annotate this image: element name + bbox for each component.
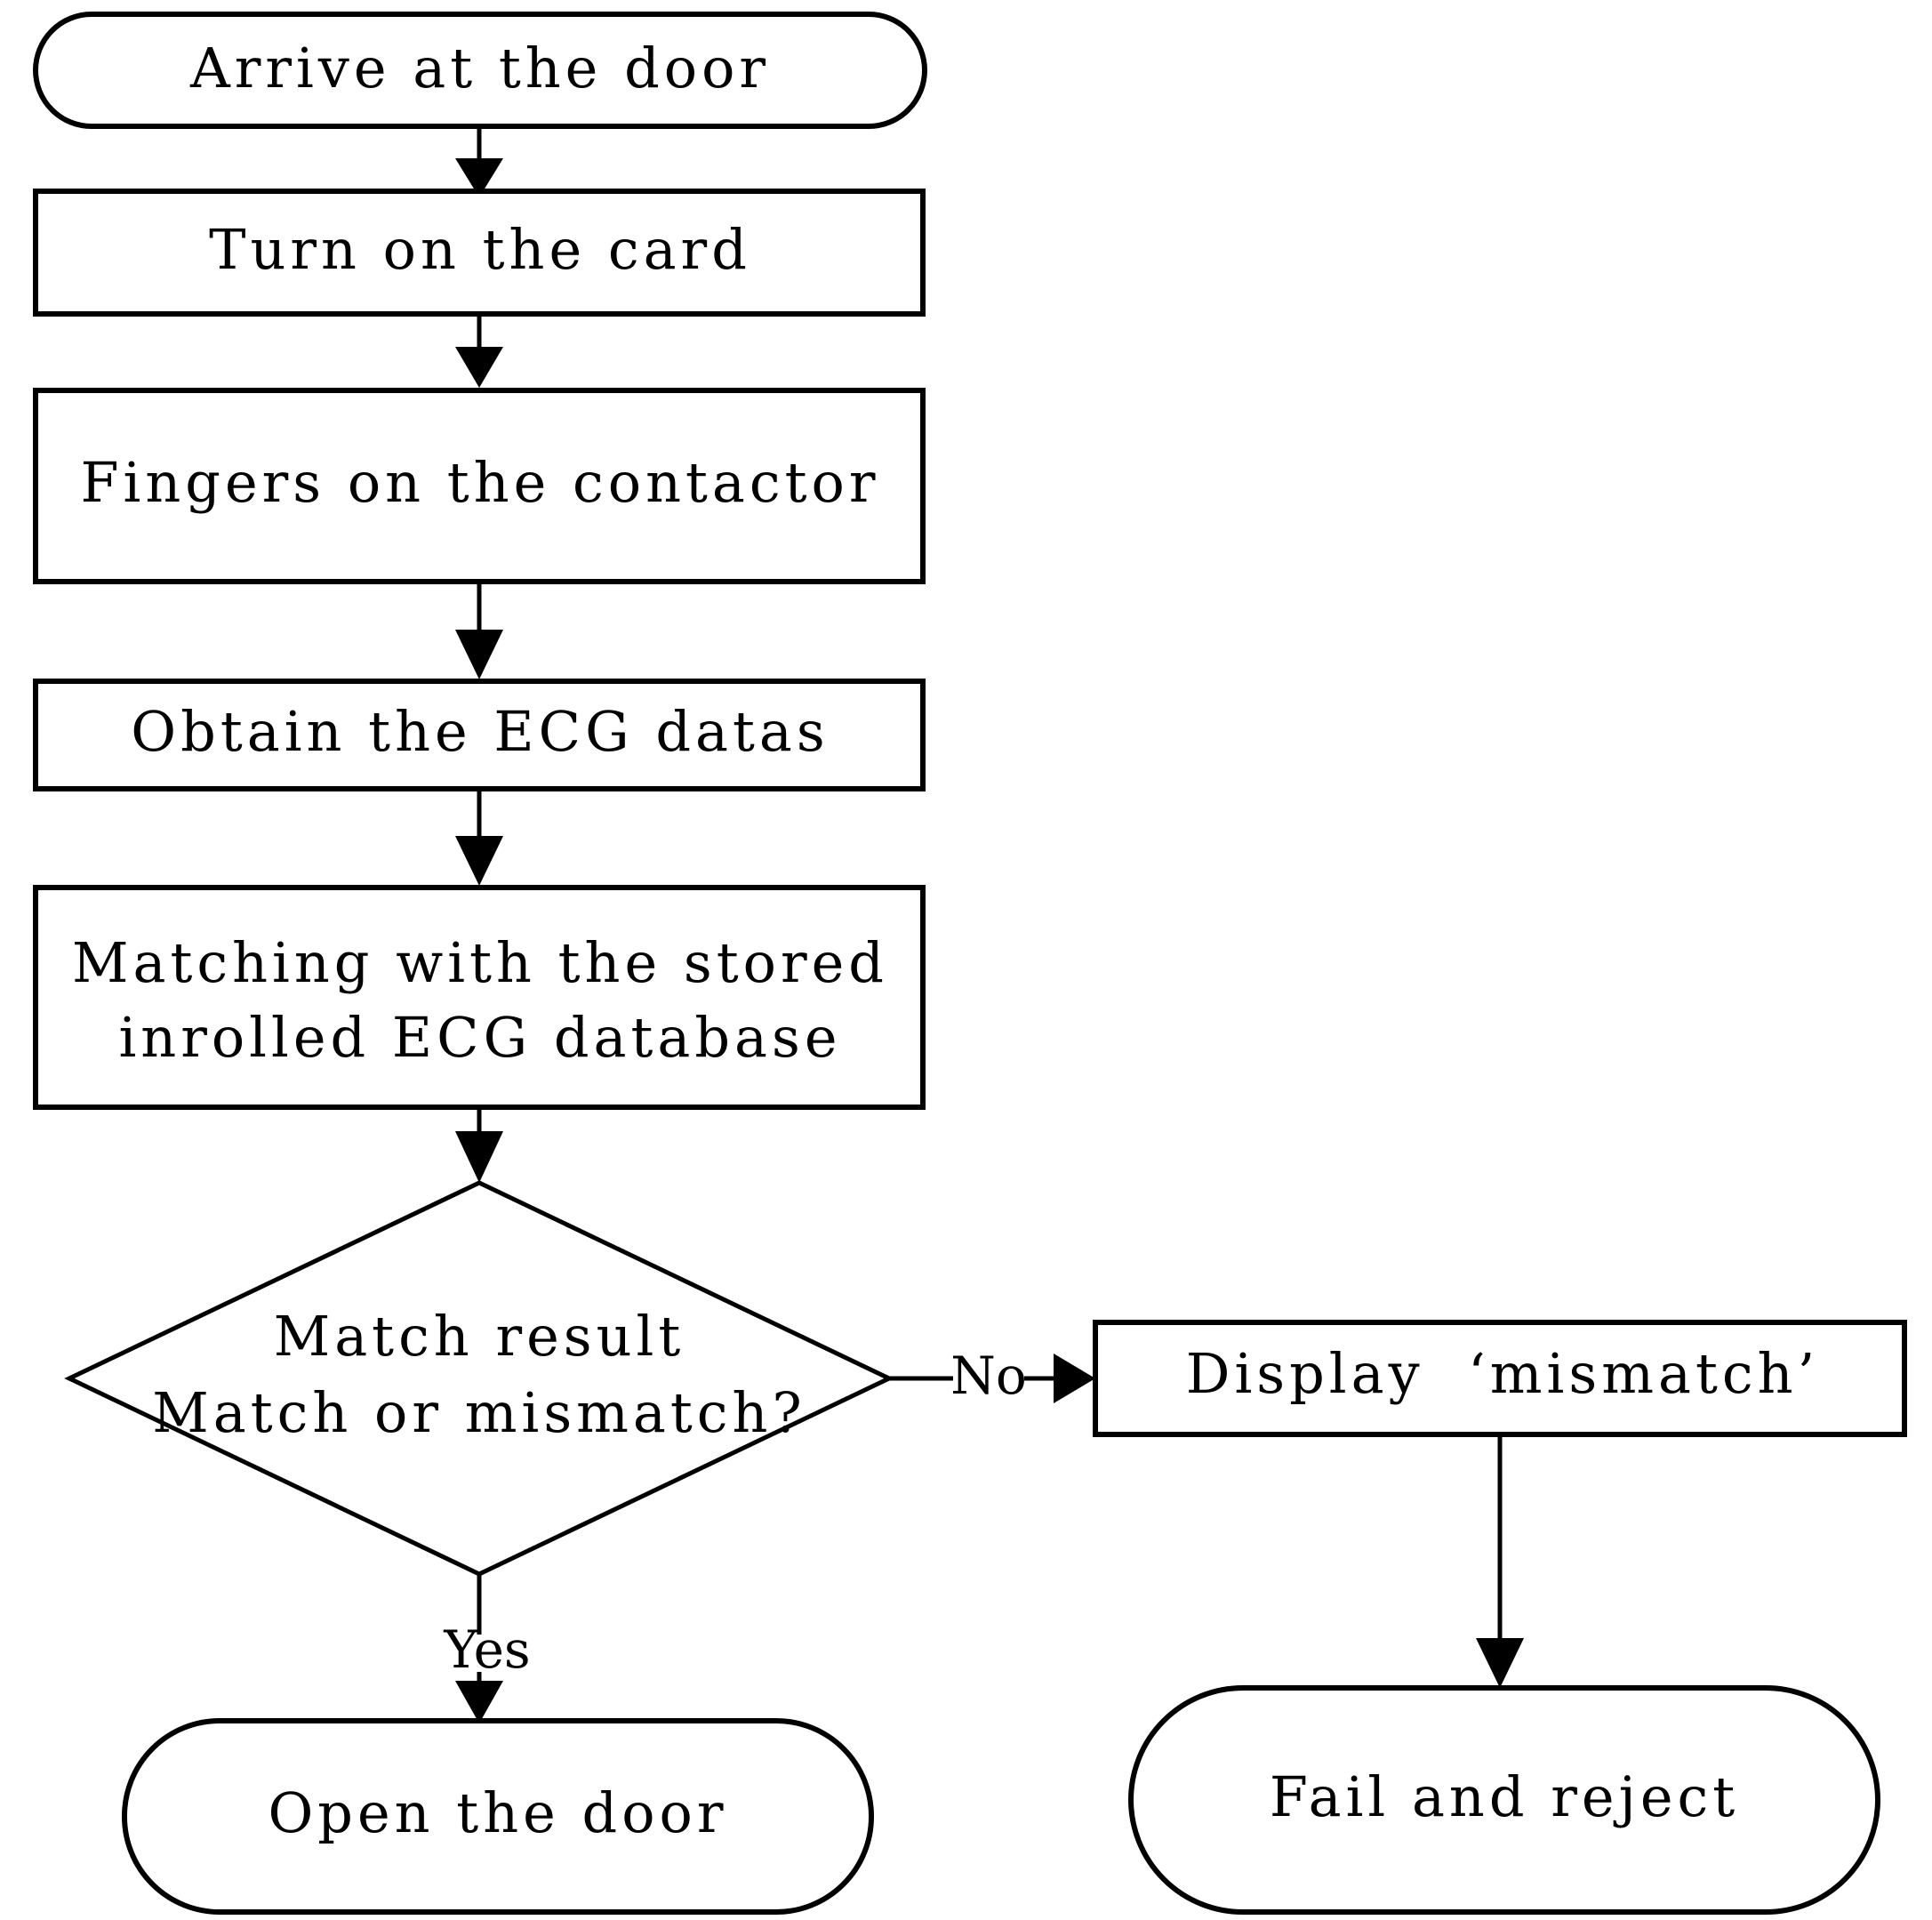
edge-mismatch-to-fail	[1476, 1434, 1524, 1688]
process-shape-matching	[33, 885, 926, 1110]
node-fingers-on-contactor[interactable]: Fingers on the contactor	[33, 388, 926, 584]
process-shape-card	[33, 189, 926, 317]
node-label-decision-line1: Match result	[274, 1304, 685, 1369]
edge-label-yes: Yes	[443, 1619, 530, 1680]
edge-label-no: No	[950, 1346, 1027, 1406]
node-open-the-door[interactable]: Open the door	[122, 1718, 874, 1915]
node-start[interactable]: Arrive at the door	[33, 12, 927, 129]
node-decision-match-result[interactable]: Match result Match or mismatch?	[64, 1180, 894, 1577]
node-obtain-ecg-datas[interactable]: Obtain the ECG datas	[33, 679, 926, 791]
terminator-shape-open	[122, 1718, 874, 1915]
node-label-fingers: Fingers on the contactor	[81, 450, 880, 515]
node-turn-on-card[interactable]: Turn on the card	[33, 189, 926, 317]
node-label-card: Turn on the card	[209, 217, 751, 282]
edge-start-to-card	[455, 126, 503, 197]
connectors	[455, 126, 1524, 1723]
node-label-fail: Fail and reject	[1270, 1764, 1739, 1829]
process-shape-mismatch	[1093, 1320, 1907, 1437]
node-label-open: Open the door	[268, 1780, 727, 1845]
node-fail-and-reject[interactable]: Fail and reject	[1128, 1685, 1880, 1915]
node-matching-database[interactable]: Matching with the stored inrolled ECG da…	[33, 885, 926, 1110]
edge-obtain-to-matching	[455, 789, 503, 886]
edge-card-to-fingers	[455, 314, 503, 388]
process-shape-fingers	[33, 388, 926, 584]
node-display-mismatch[interactable]: Display ‘mismatch’	[1093, 1320, 1907, 1437]
node-label-decision-line2: Match or mismatch?	[152, 1380, 806, 1445]
terminator-shape-fail	[1128, 1685, 1880, 1915]
decision-shape	[64, 1180, 894, 1577]
edge-fingers-to-obtain	[455, 582, 503, 679]
node-label-mismatch: Display ‘mismatch’	[1186, 1341, 1819, 1406]
node-label-matching-line1: Matching with the stored	[72, 930, 888, 995]
node-label-start: Arrive at the door	[189, 36, 770, 100]
node-label-matching-line2: inrolled ECG database	[118, 1005, 841, 1070]
edge-matching-to-decision	[455, 1107, 503, 1183]
edge-decision-to-open	[455, 1574, 503, 1723]
edge-decision-to-mismatch	[889, 1354, 1095, 1403]
node-label-obtain: Obtain the ECG datas	[131, 699, 829, 764]
terminator-shape-start	[33, 12, 927, 129]
process-shape-obtain	[33, 679, 926, 791]
